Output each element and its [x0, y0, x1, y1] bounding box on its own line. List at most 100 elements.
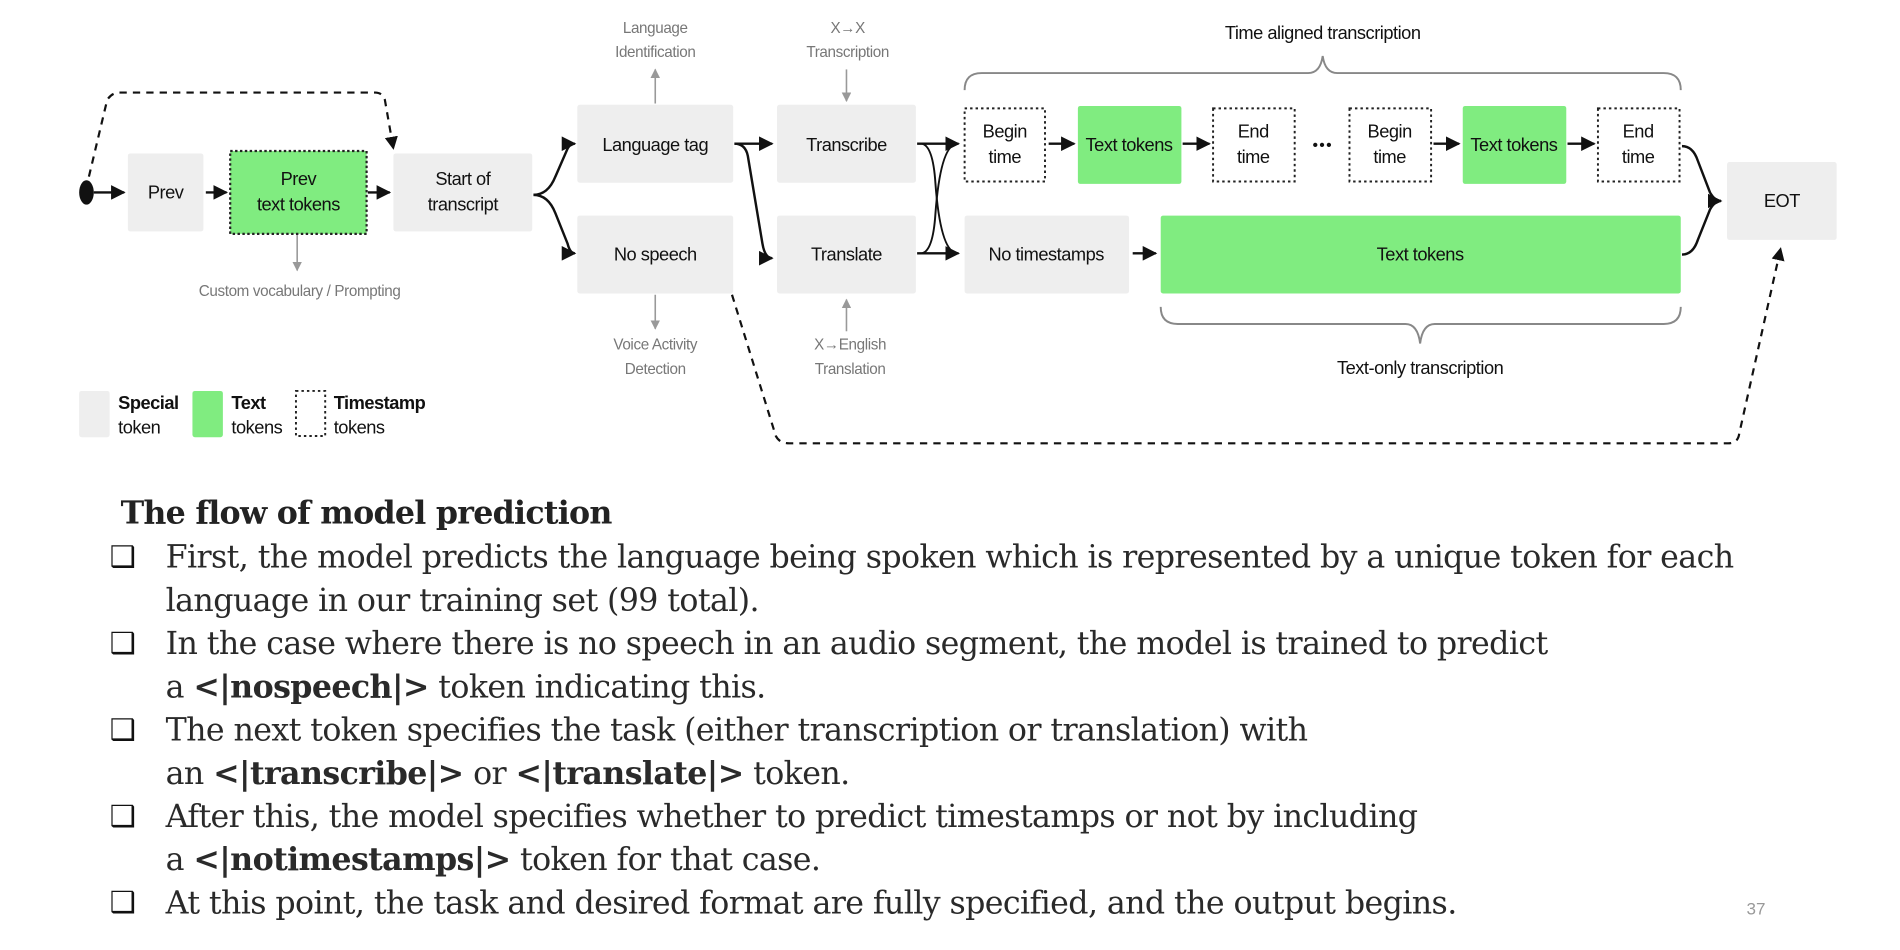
end-time-2-line1: End — [1623, 121, 1654, 142]
node-start-of-transcript — [393, 153, 533, 232]
node-language-tag — [577, 104, 734, 183]
checkbox-bullet-icon: ❑ — [110, 799, 136, 833]
legend-text-regular: tokens — [231, 417, 282, 438]
node-begin-time-1 — [963, 107, 1046, 183]
node-translate-label: Translate — [811, 244, 882, 265]
node-no-speech — [577, 215, 734, 294]
arrow-text-eot — [1681, 199, 1722, 256]
node-prev-text-tokens — [229, 149, 368, 235]
end-time-1-line1: End — [1238, 121, 1269, 142]
node-prev-label: Prev — [148, 182, 185, 203]
node-prev-text-tokens-line1: Prev — [281, 168, 318, 189]
time-aligned-brace — [963, 55, 1682, 91]
begin-time-1-line1: Begin — [983, 121, 1027, 142]
bullet-item: ❑ The next token specifies the task (eith… — [110, 712, 1309, 792]
vad-note-line2: Detection — [625, 361, 686, 378]
text-segment: a — [166, 842, 194, 878]
arrow-translate-begin — [921, 142, 957, 255]
bullet-line: In the case where there is no speech in … — [166, 626, 1549, 662]
text-segment: token for that case. — [511, 842, 821, 878]
text-segment: token. — [744, 756, 850, 792]
no-timestamps-label: No timestamps — [989, 244, 1105, 265]
special-token-text: <|notimestamps|> — [193, 841, 510, 878]
node-start-line2: transcript — [428, 194, 499, 215]
node-no-speech-label: No speech — [614, 244, 697, 265]
flow-diagram: Prev Prev text tokens Custom vocabulary … — [79, 20, 1837, 445]
legend-text-swatch — [192, 390, 223, 438]
x2x-note-line2: Transcription — [806, 44, 889, 61]
text-segment: At this point, the task and desired form… — [165, 885, 1457, 921]
bullet-line: language in our training set (99 total). — [166, 583, 759, 619]
bullet-line: a <|nospeech|> token indicating this. — [166, 668, 766, 705]
legend-special-bold: Special — [118, 392, 179, 413]
checkbox-bullet-icon: ❑ — [110, 626, 136, 660]
node-text-tokens-1 — [1077, 105, 1182, 184]
text-segment: an — [166, 756, 214, 792]
text-tokens-long-label: Text tokens — [1377, 244, 1464, 265]
bullet-line: an <|transcribe|> or <|translate|> token… — [166, 755, 850, 792]
text-segment: The next token specifies the task (eithe… — [166, 713, 1308, 749]
legend: Special token Text tokens Timestamp toke… — [79, 389, 426, 438]
bullet-item: ❑ After this, the model specifies whether… — [110, 799, 1419, 878]
begin-time-2-line1: Begin — [1368, 121, 1412, 142]
ellipsis-icon: ••• — [1313, 137, 1333, 154]
page-number: 37 — [1747, 900, 1766, 919]
node-language-tag-label: Language tag — [602, 134, 708, 155]
text-segment: a — [166, 669, 194, 705]
text-tokens-2-label: Text tokens — [1470, 134, 1557, 155]
nospeech-to-eot-dashed-arrow — [730, 247, 1785, 445]
lang-id-note-line1: Language — [623, 20, 688, 37]
arrow-transcribe-notimestamps — [921, 142, 957, 255]
checkbox-bullet-icon: ❑ — [110, 885, 136, 919]
text-segment: After this, the model specifies whether … — [165, 799, 1418, 835]
bullet-item: ❑ First, the model predicts the language … — [110, 539, 1735, 619]
custom-vocab-note: Custom vocabulary / Prompting — [199, 283, 401, 300]
x2en-note-line1: X→English — [814, 337, 886, 354]
text-tokens-1-label: Text tokens — [1086, 134, 1173, 155]
bullet-line: At this point, the task and desired form… — [165, 885, 1457, 921]
node-transcribe-label: Transcribe — [806, 134, 887, 155]
skip-prev-dashed-arrow — [87, 91, 398, 177]
bullet-line: The next token specifies the task (eithe… — [166, 713, 1308, 749]
text-segment: language in our training set (99 total). — [166, 583, 759, 619]
lang-id-note-line2: Identification — [615, 44, 695, 61]
node-eot — [1727, 161, 1837, 240]
section-title: The flow of model prediction — [121, 495, 613, 532]
node-start-line1: Start of — [435, 168, 491, 189]
legend-special-swatch — [79, 390, 110, 438]
text-segment: token indicating this. — [429, 669, 766, 705]
legend-timestamp-swatch — [294, 389, 327, 437]
text-segment: In the case where there is no speech in … — [166, 626, 1549, 662]
text-only-label: Text-only transcription — [1337, 357, 1503, 378]
node-text-tokens-long — [1160, 215, 1681, 294]
node-text-tokens-2 — [1462, 105, 1567, 184]
node-end-time-2 — [1596, 107, 1681, 183]
legend-timestamp-regular: tokens — [334, 417, 385, 438]
node-prev — [127, 153, 204, 232]
arrow-start-nospeech — [533, 193, 577, 261]
legend-special-regular: token — [118, 417, 160, 438]
begin-time-1-line2: time — [989, 146, 1022, 167]
checkbox-bullet-icon: ❑ — [110, 539, 136, 573]
text-only-brace — [1159, 306, 1682, 344]
bullet-item: ❑ In the case where there is no speech in… — [110, 626, 1549, 705]
vad-note-line1: Voice Activity — [613, 337, 697, 354]
node-begin-time-2 — [1348, 107, 1433, 183]
end-time-2-line2: time — [1622, 146, 1655, 167]
end-time-1-line2: time — [1237, 146, 1270, 167]
checkbox-bullet-icon: ❑ — [110, 712, 136, 746]
begin-time-2-line2: time — [1373, 146, 1406, 167]
node-prev-text-tokens-line2: text tokens — [257, 194, 340, 215]
bullet-list: ❑ First, the model predicts the language … — [110, 539, 1735, 921]
x2en-note-line2: Translation — [815, 361, 886, 378]
text-segment: First, the model predicts the language b… — [166, 540, 1734, 576]
bullet-line: a <|notimestamps|> token for that case. — [166, 841, 821, 878]
special-token-text: <|transcribe|> — [213, 755, 463, 792]
arrow-end2-eot — [1681, 144, 1723, 209]
node-no-timestamps — [964, 215, 1130, 294]
bullet-item: ❑ At this point, the task and desired for… — [110, 885, 1458, 921]
arrow-start-language — [533, 136, 577, 197]
legend-timestamp-bold: Timestamp — [334, 392, 426, 413]
node-translate — [777, 215, 916, 294]
